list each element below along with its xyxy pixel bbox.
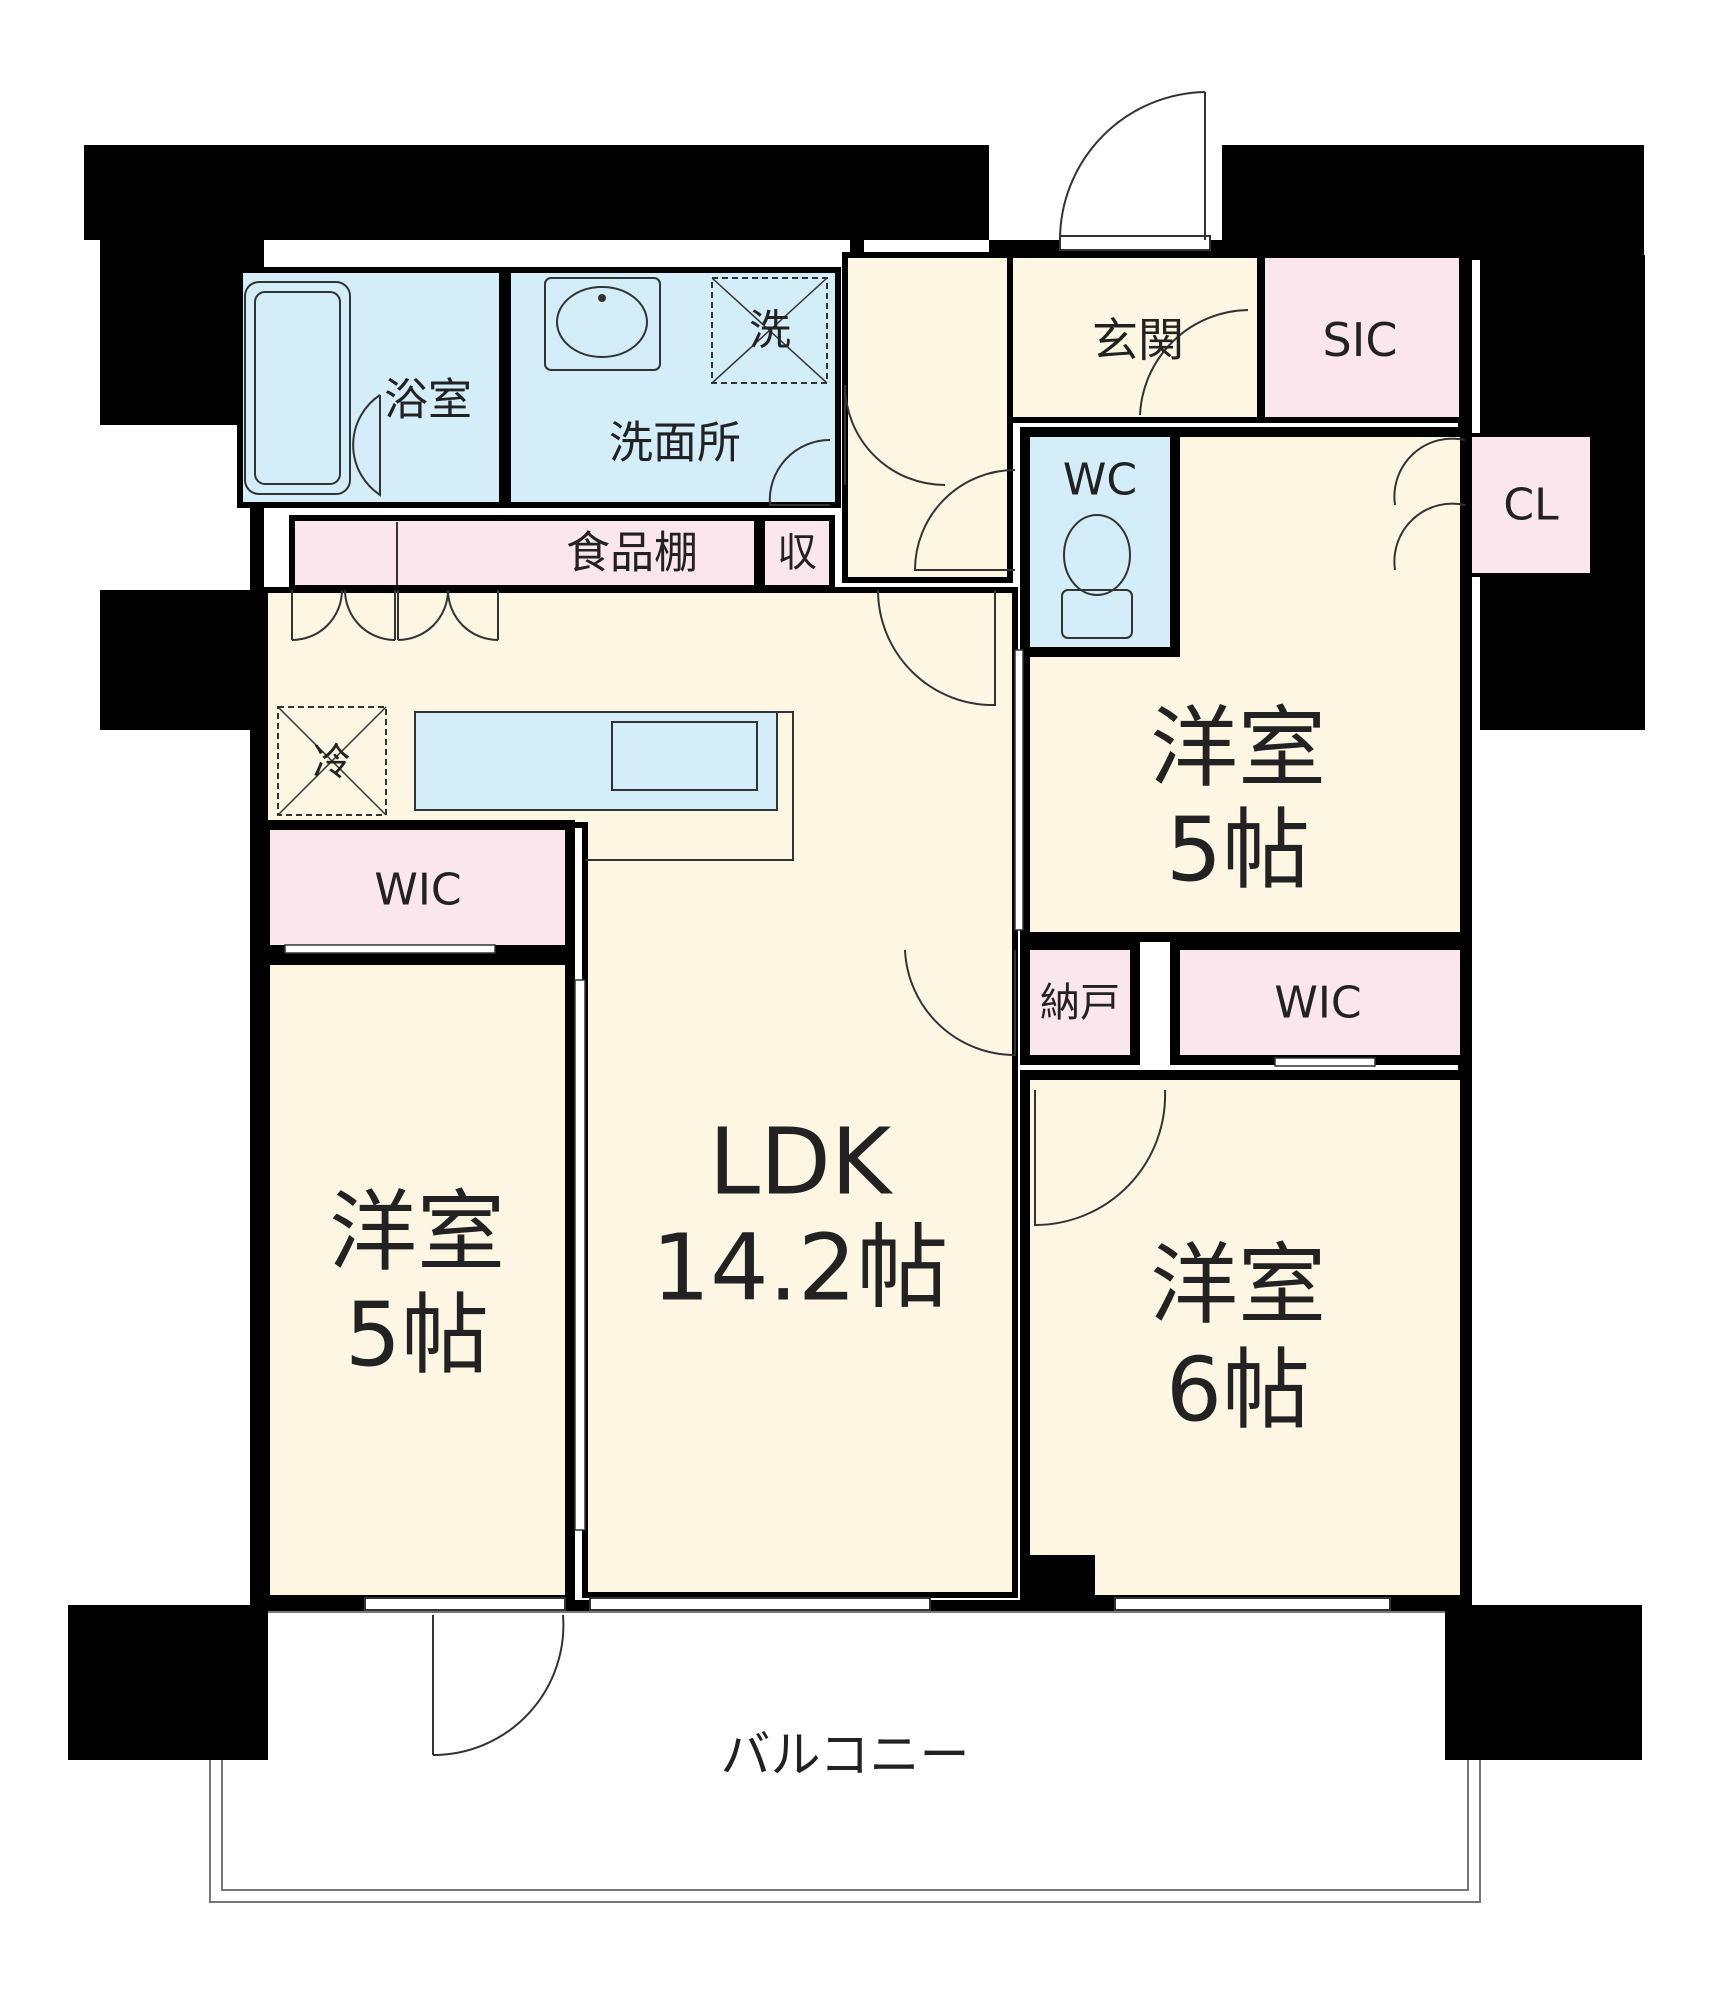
- ldk-door: [877, 589, 996, 707]
- wic-left-label: WIC: [374, 865, 461, 916]
- room-fills: [68, 252, 1642, 1903]
- room-w: [260, 955, 575, 1605]
- cl-door: [1393, 437, 1466, 571]
- entrance-door: [1139, 309, 1249, 416]
- washer-label: 洗: [749, 306, 791, 355]
- hallway-door-2: [913, 469, 1016, 571]
- bath-room: [237, 267, 505, 508]
- room-w-type: 洋室: [329, 1181, 505, 1284]
- balcony-area: [209, 1611, 1481, 1903]
- front-door: [1059, 91, 1206, 241]
- cl-room: [1468, 433, 1594, 577]
- pantry-label: 食品棚: [566, 528, 698, 579]
- bath-door: [352, 394, 381, 497]
- balcony-door: [432, 1614, 565, 1757]
- toilet-icon: [1061, 589, 1133, 639]
- washroom-label: 洗面所: [609, 418, 741, 469]
- nando-door: [904, 949, 1016, 1057]
- wc-label: WC: [1063, 455, 1137, 506]
- bathtub-icon: [244, 281, 351, 495]
- entrance-label: 玄関: [1092, 313, 1184, 367]
- room-se-type: 洋室: [1150, 1234, 1326, 1337]
- hallway-door-1: [844, 384, 946, 486]
- nando-label: 納戸: [1040, 980, 1120, 1026]
- room-ne-size: 5帖: [1166, 799, 1310, 902]
- sink-icon: [544, 277, 661, 371]
- nando-room: [1020, 940, 1140, 1065]
- window-ldk: [589, 1597, 931, 1611]
- washroom-room: [505, 267, 841, 508]
- wc-room-overlay: [1020, 427, 1180, 657]
- ldk-size: 14.2帖: [652, 1215, 949, 1322]
- fixtures: [244, 277, 1133, 861]
- storage-small-label: 収: [777, 530, 817, 576]
- window-room-se: [1114, 1597, 1391, 1611]
- window-room-w: [364, 1597, 566, 1611]
- doors: [284, 91, 1466, 1757]
- labels: 浴室 洗面所 洗 玄関 SIC 食品棚 収 WC CL 冷 WIC 納戸 WIC…: [313, 306, 1559, 1785]
- entrance-room: [1007, 252, 1263, 423]
- washroom-door: [768, 438, 831, 506]
- hallway: [842, 252, 1013, 583]
- fridge-icon: [277, 706, 387, 816]
- sic-room: [1259, 252, 1465, 423]
- sic-label: SIC: [1323, 313, 1398, 367]
- room-se: [1020, 1070, 1470, 1605]
- kitchen-counter: [414, 711, 778, 811]
- ldk-name: LDK: [709, 1109, 894, 1216]
- bath-label: 浴室: [384, 375, 472, 426]
- room-ne-type: 洋室: [1150, 697, 1326, 800]
- wic-left-room: [260, 820, 575, 955]
- cl-label: CL: [1503, 480, 1559, 531]
- room-se-door: [1034, 1089, 1167, 1227]
- fridge-label: 冷: [313, 740, 351, 784]
- room-se-size: 6帖: [1166, 1339, 1310, 1442]
- balcony-label: バルコニー: [721, 1726, 970, 1784]
- room-w-size: 5帖: [345, 1284, 489, 1387]
- wic-right-label: WIC: [1274, 978, 1361, 1029]
